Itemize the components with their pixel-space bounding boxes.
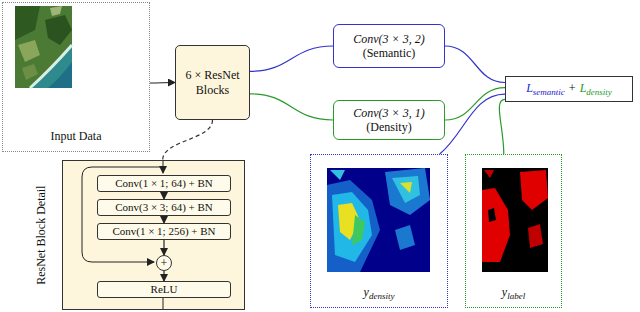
- label-text: Conv(3 × 3, 1): [353, 106, 424, 120]
- label-text: semantic: [533, 87, 565, 97]
- text-line: Lsemantic + Ldensity: [526, 81, 612, 98]
- detail-panel: ResNet Block DetailConv(1 × 1; 64) + BNC…: [62, 160, 245, 310]
- connector: [445, 46, 505, 83]
- label-text: y: [502, 285, 507, 299]
- label-text: density: [586, 87, 612, 97]
- connector: [163, 271, 164, 281]
- output-line: [163, 297, 164, 310]
- activation-box: ReLU: [97, 281, 231, 298]
- label-map: [482, 168, 548, 272]
- density-head: Conv(3 × 3, 1)(Density): [333, 100, 445, 140]
- layer-box: Conv(3 × 3; 64) + BN: [97, 199, 231, 216]
- layer-box: Conv(1 × 1; 64) + BN: [97, 175, 231, 192]
- label-text: +: [569, 81, 576, 95]
- label-text: ReLU: [151, 283, 178, 296]
- label-text: (Density): [366, 120, 411, 134]
- satellite-image: [15, 6, 72, 88]
- loss-box: Lsemantic + Ldensity: [505, 76, 633, 102]
- output-panel: ydensity: [310, 154, 448, 308]
- density-map: [327, 168, 430, 272]
- connector: [250, 46, 333, 71]
- label-text: Conv(1 × 1; 64) + BN: [115, 177, 213, 190]
- label-text: Conv(3 × 3, 2): [353, 32, 424, 46]
- label-text: +: [161, 257, 168, 269]
- connector: [163, 240, 164, 255]
- text-line: ylabel: [502, 285, 525, 302]
- connector: [163, 192, 164, 199]
- label-panel: ylabel: [465, 154, 562, 308]
- label-text: Conv(1 × 1; 256) + BN: [112, 225, 215, 238]
- label-text: y: [364, 285, 369, 299]
- label-text: 6 × ResNet Blocks: [176, 68, 249, 97]
- panel-title: ResNet Block Detail: [34, 160, 48, 310]
- add-circle: +: [156, 255, 172, 271]
- layer-box: Conv(1 × 1; 256) + BN: [97, 223, 231, 240]
- text-line: ydensity: [364, 285, 395, 302]
- label-text: (Semantic): [363, 46, 416, 60]
- dashed-connector: [163, 120, 213, 160]
- label-text: L: [580, 81, 587, 95]
- process-box: 6 × ResNet Blocks: [175, 45, 250, 120]
- connector: [250, 94, 333, 120]
- connector: [499, 99, 505, 154]
- label-text: label: [507, 291, 525, 301]
- connector: [150, 82, 175, 84]
- connector: [163, 216, 164, 223]
- label-text: Conv(3 × 3; 64) + BN: [115, 201, 213, 214]
- connector: [440, 94, 505, 154]
- label-text: density: [369, 291, 395, 301]
- label-text: Input Data: [51, 129, 102, 143]
- label-text: L: [526, 81, 533, 95]
- semantic-head: Conv(3 × 3, 2)(Semantic): [333, 24, 445, 68]
- panel-fill: [62, 160, 245, 310]
- input-panel: Input Data: [2, 2, 150, 152]
- connector: [445, 88, 505, 120]
